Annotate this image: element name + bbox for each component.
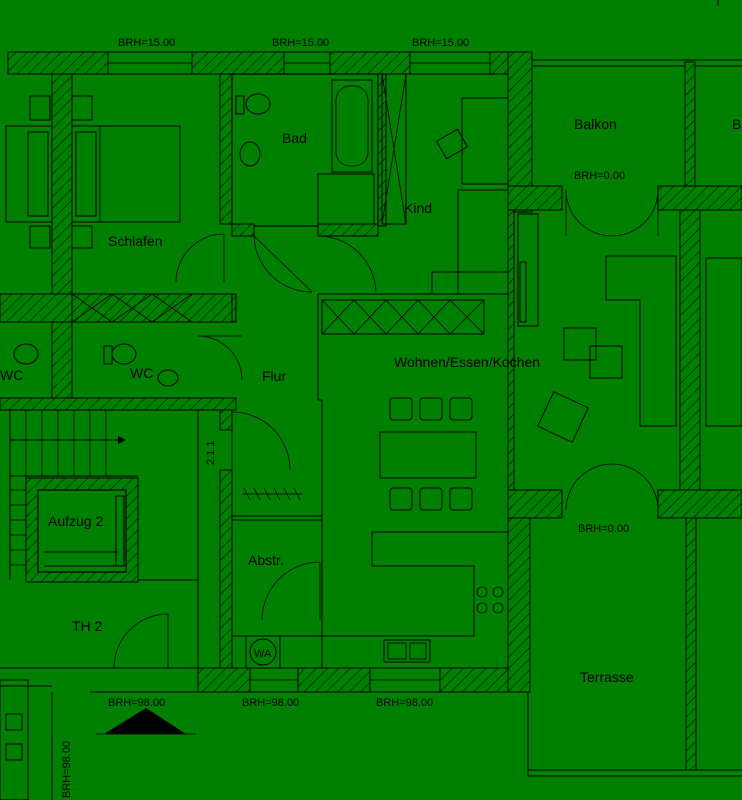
- door-arcs: [113, 189, 659, 669]
- brh-bottom-1: BRH=98.00: [108, 697, 165, 709]
- brh-bottom-3: BRH=98.00: [376, 697, 433, 709]
- bathtub: [331, 79, 373, 173]
- brh-terrasse: BRH=0.00: [578, 523, 629, 535]
- closet-row: [321, 299, 485, 335]
- wall-left-top: [51, 73, 73, 295]
- wall-kind-right: [507, 51, 533, 213]
- brh-top-2: BRH=15.00: [272, 37, 329, 49]
- top-wall: [7, 51, 531, 75]
- room-label-kind: Kind: [404, 200, 432, 216]
- wall-balkon-lower: [507, 185, 563, 211]
- sink-bad: [239, 141, 261, 167]
- room-label-bad: Bad: [282, 130, 307, 146]
- wall-wohnen-right: [507, 209, 515, 491]
- washing-machine: [245, 635, 281, 669]
- room-label-schlafen: Schlafen: [108, 233, 162, 249]
- brh-top-3: BRH=15.00: [412, 37, 469, 49]
- room-label-th: TH 2: [72, 618, 103, 634]
- room-label-wc-left: WC: [0, 367, 23, 383]
- room-label-balkon: Balkon: [574, 116, 617, 132]
- room-label-aufzug: Aufzug 2: [48, 513, 103, 529]
- label-wa: WA: [254, 648, 272, 660]
- bottom-wall: [197, 667, 251, 693]
- room-label-flur: Flur: [262, 368, 286, 384]
- toilet-bad: [245, 93, 271, 115]
- label-stair: 2.1.1: [205, 441, 217, 465]
- room-label-abstr: Abstr.: [248, 552, 284, 568]
- brh-top-1: BRH=15.00: [118, 37, 175, 49]
- desk-kind: [461, 97, 509, 185]
- room-label-wc: WC: [130, 365, 153, 381]
- entrance-marker: [104, 708, 186, 734]
- kitchen: [321, 531, 509, 669]
- beds: [5, 95, 181, 249]
- room-label-terrasse: Terrasse: [580, 669, 634, 685]
- room-label-balkon-partial: B: [732, 116, 741, 132]
- brh-balkon: BRH=0.00: [574, 170, 625, 182]
- brh-bottom-2: BRH=98.00: [242, 697, 299, 709]
- balkon-divider: [684, 61, 696, 187]
- room-label-wohnen: Wohnen/Essen/Kochen: [394, 354, 540, 370]
- brh-left-vertical: BRH=98.00: [61, 741, 73, 798]
- bad-room: [231, 73, 379, 227]
- toilet-wc: [111, 343, 137, 365]
- coat-rack: [242, 487, 302, 501]
- living-furniture: [379, 213, 742, 511]
